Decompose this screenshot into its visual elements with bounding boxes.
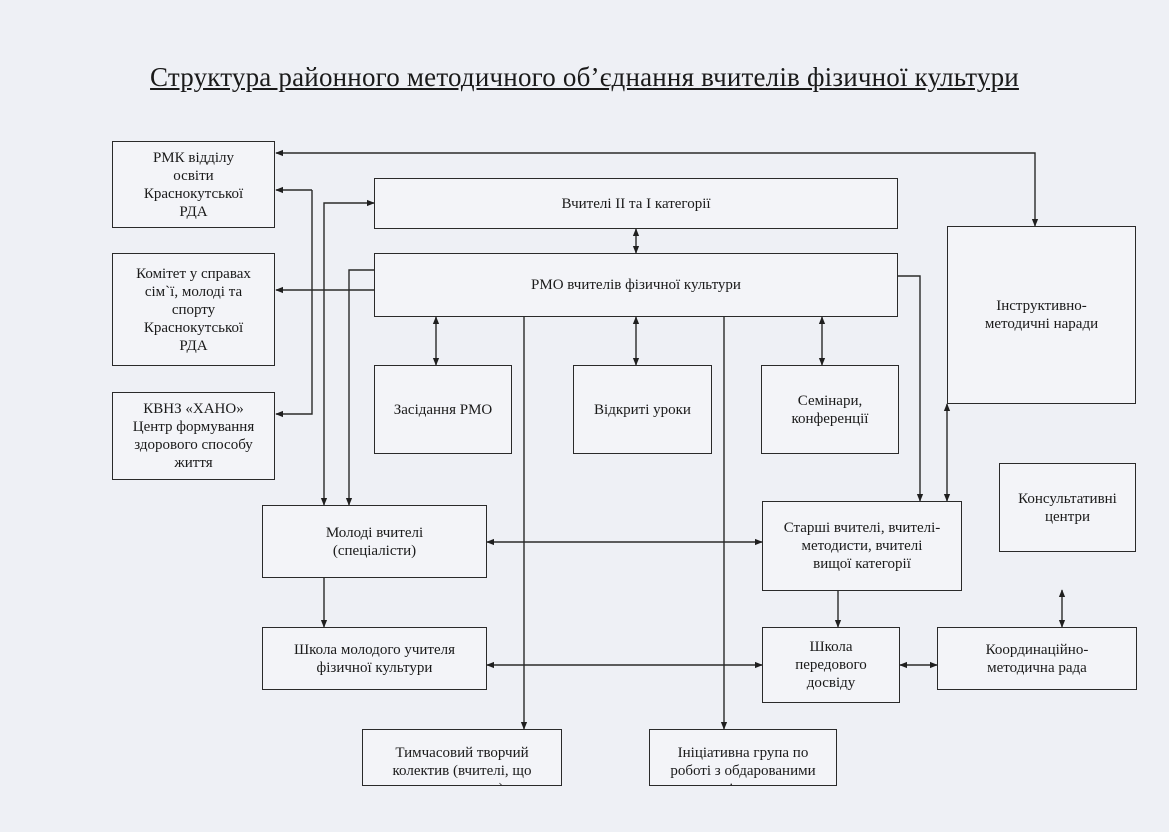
box-konsult: Консультативні центри [999,463,1136,552]
link-bus-kvnz [275,190,313,418]
box-kvnz: КВНЗ «ХАНО» Центр формування здорового с… [112,392,275,480]
link-vchyteli-molodi [320,199,375,506]
box-komitet: Комітет у справах сім`ї, молоді та спорт… [112,253,275,366]
box-seminary: Семінари, конференції [761,365,899,454]
box-rmk: РМК відділу освіти Краснокутської РДА [112,141,275,228]
box-koordyn: Координаційно- методична рада [937,627,1137,690]
box-rmo: РМО вчителів фізичної культури [374,253,898,317]
box-shkola-molodoho: Школа молодого учителя фізичної культури [262,627,487,690]
box-vidkryti: Відкриті уроки [573,365,712,454]
page-title: Структура районного методичного об’єднан… [150,62,1019,92]
box-shkola-peredovoho: Школа передового досвіду [762,627,900,703]
box-tymchasovyi: Тимчасовий творчий колектив (вчителі, що… [362,729,562,786]
box-molodi: Молоді вчителі (спеціалісти) [262,505,487,578]
box-vchyteli: Вчителі ІІ та І категорії [374,178,898,229]
box-zasidannia: Засідання РМО [374,365,512,454]
box-instruktyvno: Інструктивно- методичні наради [947,226,1136,404]
link-rmk-instruktyvno [275,149,1039,227]
link-rmo-molodi [345,269,374,506]
link-rmo-starshi [898,275,924,502]
box-starshi: Старші вчителі, вчителі- методисти, вчит… [762,501,962,591]
box-initsiatyvna: Ініціативна група по роботі з обдаровани… [649,729,837,786]
